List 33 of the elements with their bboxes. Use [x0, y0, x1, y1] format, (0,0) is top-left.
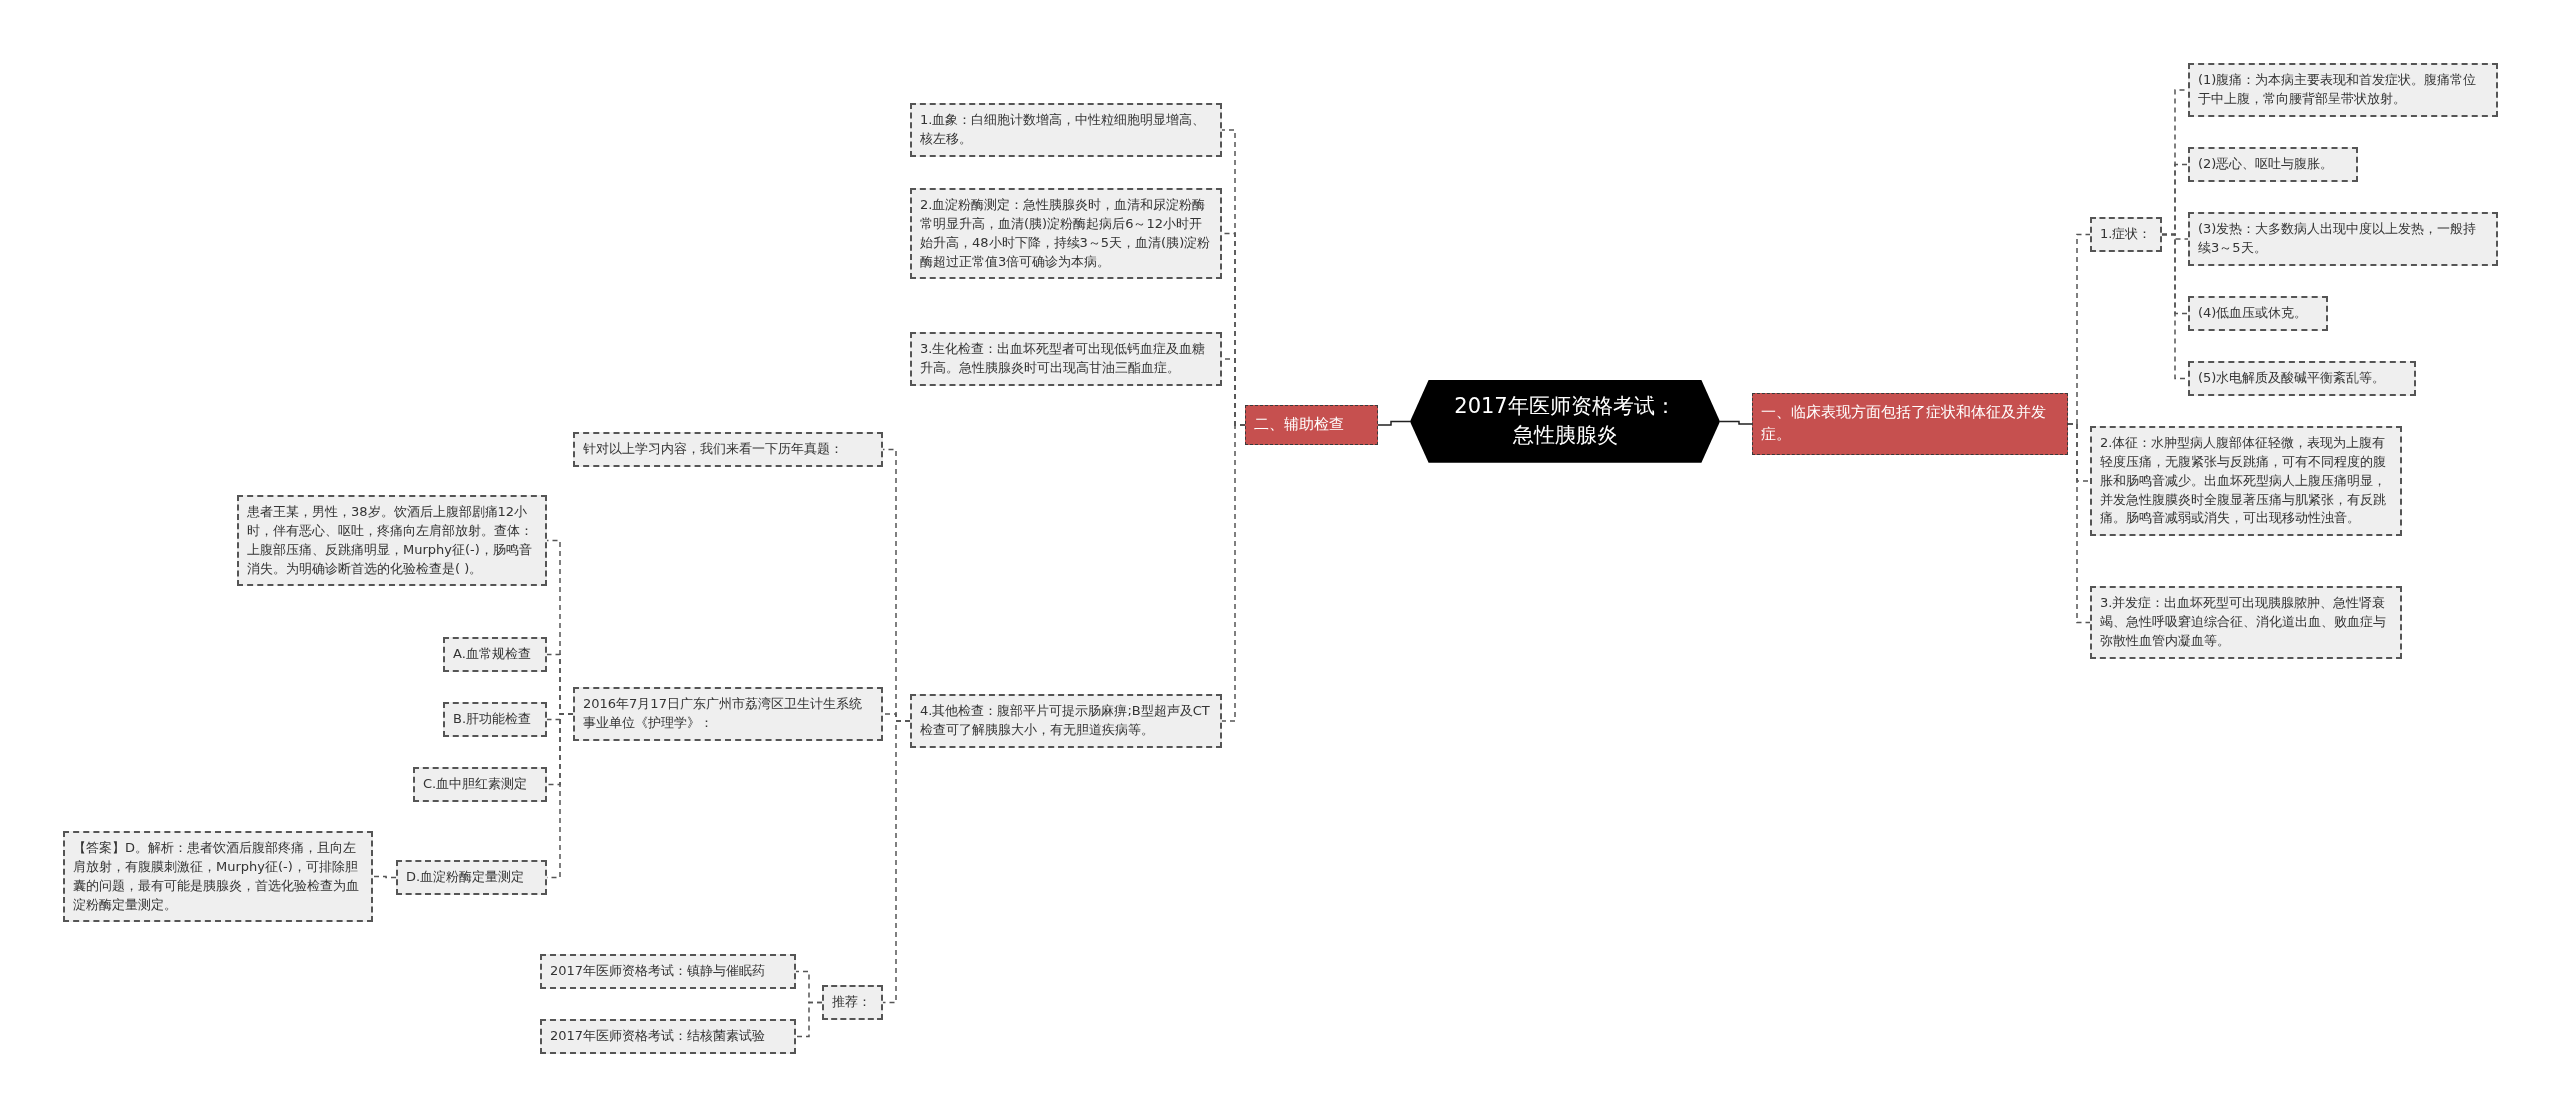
note-box: 【答案】D。解析：患者饮酒后腹部疼痛，且向左肩放射，有腹膜刺激征，Murphy征(-)，可排除胆囊的问题，最有可能是胰腺炎，首选化验检查为血淀粉酶定量测定。: [63, 831, 373, 923]
note-box: 1.症状：: [2090, 217, 2162, 252]
note-box: (2)恶心、呕吐与腹胀。: [2188, 147, 2358, 182]
note-box: (4)低血压或休克。: [2188, 296, 2328, 331]
note-box: 2017年医师资格考试：镇静与催眠药: [540, 954, 796, 989]
note-box: C.血中胆红素测定: [413, 767, 547, 802]
connector-line: [372, 875, 397, 879]
note-box: B.肝功能检查: [443, 702, 547, 737]
connector-line: [882, 720, 911, 1004]
note-box: A.血常规检查: [443, 637, 547, 672]
connector-line: [1221, 424, 1246, 722]
note-box: (3)发热：大多数病人出现中度以上发热，一般持续3～5天。: [2188, 212, 2498, 266]
branch-box: 二、辅助检查: [1245, 405, 1378, 445]
note-box: D.血淀粉酶定量测定: [396, 860, 547, 895]
note-box: (1)腹痛：为本病主要表现和首发症状。腹痛常位于中上腹，常向腰背部呈带状放射。: [2188, 63, 2498, 117]
note-box: 4.其他检查：腹部平片可提示肠麻痹;B型超声及CT检查可了解胰腺大小，有无胆道疾病等。: [910, 694, 1222, 748]
note-box: (5)水电解质及酸碱平衡紊乱等。: [2188, 361, 2416, 396]
connector-line: [2067, 423, 2091, 624]
note-box: 针对以上学习内容，我们来看一下历年真题：: [573, 432, 883, 467]
connector-line: [1719, 420, 1753, 425]
note-box: 2017年医师资格考试：结核菌素试验: [540, 1019, 796, 1054]
note-box: 患者王某，男性，38岁。饮酒后上腹部剧痛12小时，伴有恶心、呕吐，疼痛向左肩部放射。查体：上腹部压痛、反跳痛明显，Murphy征(-)，肠鸣音消失。为明确诊断首选的化验检查是( )。: [237, 495, 547, 587]
note-box: 2.体征：水肿型病人腹部体征轻微，表现为上腹有轻度压痛，无腹紧张与反跳痛，可有不同程度的腹胀和肠鸣音减少。出血坏死型病人上腹压痛明显，并发急性腹膜炎时全腹显著压痛与肌紧张，有反跳痛。肠鸣音减弱或消失，可出现移动性浊音。: [2090, 426, 2402, 537]
note-box: 推荐：: [822, 985, 883, 1020]
note-box: 3.并发症：出血坏死型可出现胰腺脓肿、急性肾衰竭、急性呼吸窘迫综合征、消化道出血、败血症与弥散性血管内凝血等。: [2090, 586, 2402, 659]
note-box: 1.血象：白细胞计数增高，中性粒细胞明显增高、核左移。: [910, 103, 1222, 157]
topic-hexagon: 2017年医师资格考试：急性胰腺炎: [1410, 380, 1720, 463]
branch-box: 一、临床表现方面包括了症状和体征及并发症。: [1752, 393, 2068, 455]
note-box: 3.生化检查：出血坏死型者可出现低钙血症及血糖升高。急性胰腺炎时可出现高甘油三酯血症。: [910, 332, 1222, 386]
note-box: 2.血淀粉酶测定：急性胰腺炎时，血清和尿淀粉酶常明显升高，血清(胰)淀粉酶起病后6～12小时开始升高，48小时下降，持续3～5天，血清(胰)淀粉酶超过正常值3倍可确诊为本病。: [910, 188, 1222, 280]
note-box: 2016年7月17日广东广州市荔湾区卫生计生系统事业单位《护理学》：: [573, 687, 883, 741]
connector-line: [795, 1001, 823, 1038]
connector-line: [1377, 420, 1411, 426]
